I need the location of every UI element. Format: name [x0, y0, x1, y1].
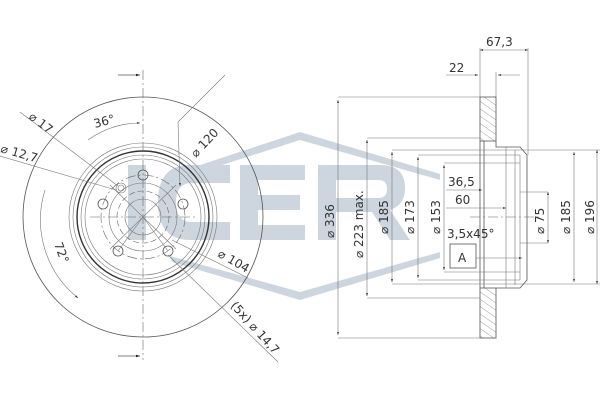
- dim-153: ⌀ 153: [429, 200, 443, 234]
- dim-angle-36: 36°: [92, 112, 116, 131]
- dim-196: ⌀ 196: [583, 200, 597, 234]
- dim-chamfer: 3,5x45°: [447, 227, 494, 241]
- dim-thickness: 22: [449, 61, 464, 75]
- dim-hole-17: ⌀ 17: [26, 109, 55, 136]
- dim-depth-36-5: 36,5: [448, 175, 475, 189]
- side-view: [337, 48, 600, 339]
- front-view: [0, 70, 279, 363]
- icer-logo: [128, 132, 440, 300]
- dim-angle-72: 72°: [51, 240, 71, 265]
- dim-depth-60: 60: [455, 193, 470, 207]
- dim-bolt-holes: (5x) ⌀ 14,7: [228, 299, 282, 357]
- dim-185-right: ⌀ 185: [559, 200, 573, 234]
- dim-total-height: 67,3: [486, 35, 513, 49]
- dim-173: ⌀ 173: [403, 200, 417, 234]
- datum-a: A: [458, 251, 467, 265]
- dim-outer-diameter: ⌀ 336: [323, 204, 337, 238]
- dim-75: ⌀ 75: [533, 208, 547, 234]
- dim-friction-inner: ⌀ 223 max.: [352, 190, 366, 258]
- dim-pcd-120: ⌀ 120: [188, 126, 221, 160]
- dim-185-left: ⌀ 185: [377, 200, 391, 234]
